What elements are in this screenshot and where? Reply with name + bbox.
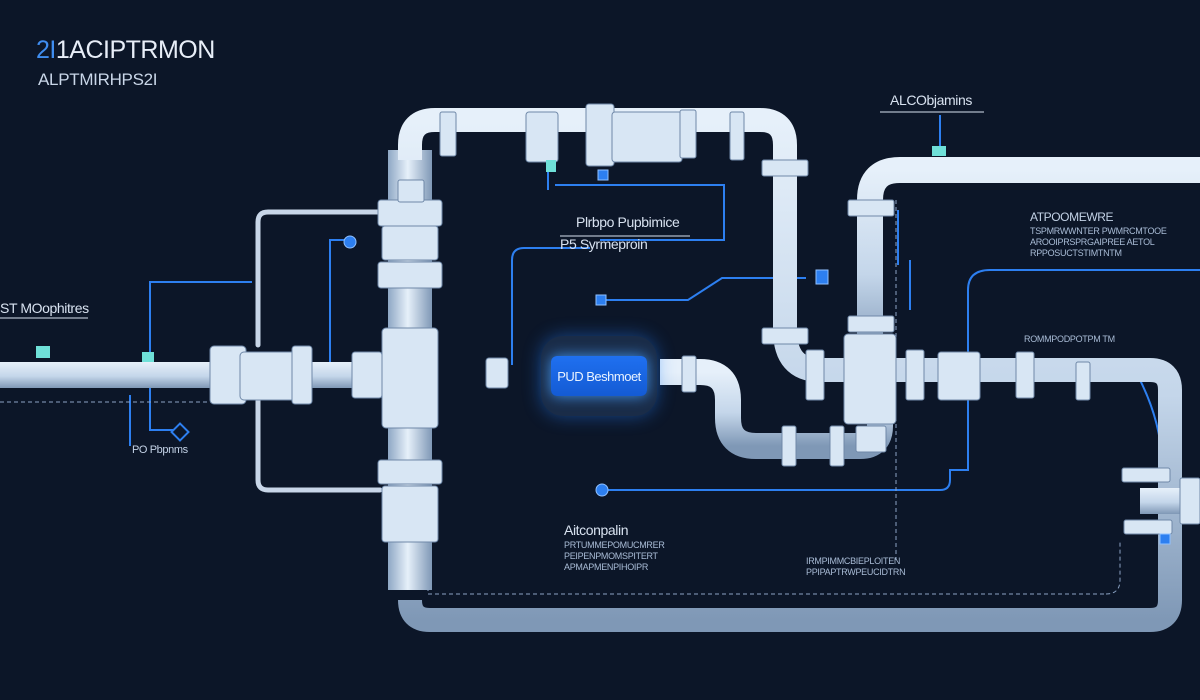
label-top-right: ALCObjamins [890, 92, 972, 108]
label-right-head: ATPOOMEWRE [1030, 210, 1114, 224]
text-block-bottom-center: PRTUMMEPOMUCMRER PEIPENPMOMSPITERT APMAP… [564, 540, 665, 572]
label-left: ST MOophitres [0, 300, 89, 316]
label-bottom-center: Aitconpalin [564, 522, 629, 538]
diagram-title: 2I1ACIPTRMON [36, 36, 215, 65]
label-left-small: PO Pbpnms [132, 444, 188, 456]
text-block-right-top: TSPMRWWNTER PWMRCMTOOE AROOIPRSPRGAIPREE… [1030, 226, 1167, 258]
title-text: 1ACIPTRMON [55, 36, 215, 64]
display-screen: PUD Beshmoet [551, 356, 647, 396]
diagram-subtitle: ALPTMIRHPS2I [38, 70, 158, 89]
label-underlines [0, 111, 984, 319]
fittings [209, 103, 1200, 543]
node-markers [170, 169, 1171, 545]
conduit-lines [255, 209, 383, 493]
control-display-unit: PUD Beshmoet [541, 336, 657, 416]
sensor-ticks [36, 146, 946, 362]
label-center-2: P5 Syrmeproin [560, 236, 648, 252]
label-center-1: Plrbpo Pupbimice [576, 214, 680, 230]
text-block-bottom-right: IRMPIMMCBIEPLOITEN PPIPAPTRWPEUCIDTRN [806, 556, 906, 577]
title-number: 2I [36, 36, 56, 64]
text-block-right-mid: ROMMPODPOTPM TM [1024, 334, 1115, 344]
signal-lines [129, 115, 1200, 491]
